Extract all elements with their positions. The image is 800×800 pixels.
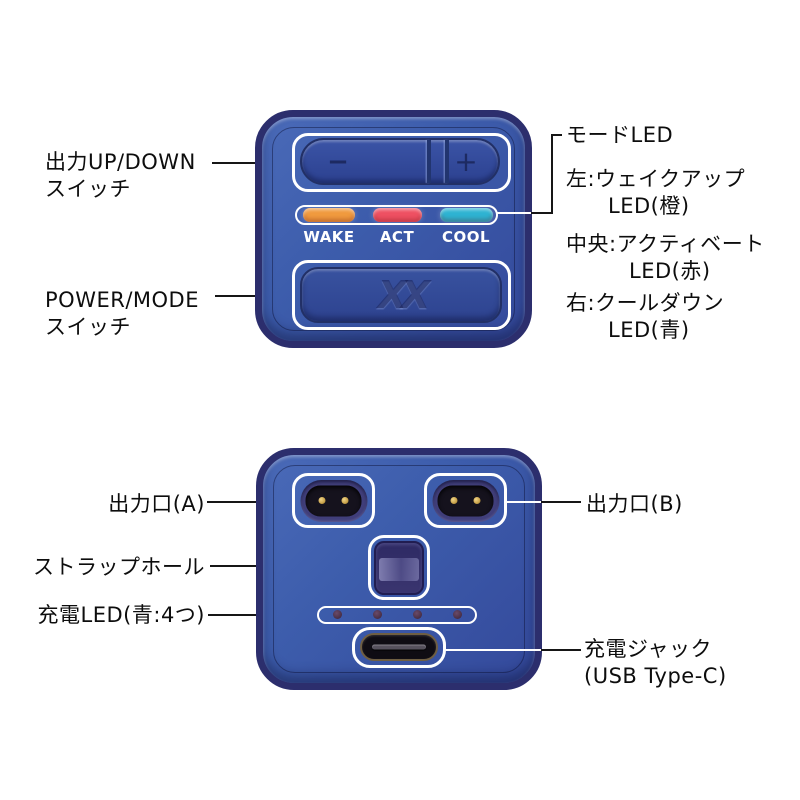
- port-pin: [450, 497, 458, 504]
- label-activate-led: 中央:アクティベート LED(赤): [566, 232, 765, 283]
- label-output-updown-switch: 出力UP/DOWN スイッチ: [45, 150, 196, 201]
- port-pin: [318, 497, 326, 504]
- label-cooldown-led: 右:クールダウン LED(青): [566, 291, 725, 342]
- minus-icon: −: [327, 146, 349, 177]
- wake-led-label: WAKE: [303, 228, 355, 246]
- brand-logo: XX: [377, 273, 431, 317]
- leader-port-b: [541, 501, 581, 503]
- label-charge-led: 充電LED(青:4つ): [37, 603, 205, 627]
- port-a-socket: [305, 485, 362, 516]
- label-charge-jack: 充電ジャック (USB Type-C): [584, 637, 727, 688]
- port-a-outline: [292, 473, 375, 528]
- leader-port-a: [207, 501, 259, 503]
- controller-front-face: − + WAKE ACT COOL XX: [255, 110, 532, 348]
- usb-jack-outline: [352, 627, 446, 668]
- charge-led-dot-2: [373, 610, 382, 619]
- rocker-divider-bar: [445, 140, 449, 183]
- leader-mode-led-top: [551, 134, 562, 136]
- cool-led: [440, 208, 493, 222]
- mode-led-outline: [295, 205, 498, 225]
- output-updown-rocker-switch: − +: [300, 138, 500, 185]
- label-output-port-b: 出力口(B): [586, 492, 683, 516]
- power-button-outline: [292, 260, 511, 330]
- strap-hole: [374, 541, 424, 595]
- usb-tongue: [372, 644, 426, 650]
- wake-led: [303, 208, 355, 222]
- port-b-outline: [424, 473, 507, 528]
- controller-bottom-face: [256, 448, 542, 690]
- label-strap-hole: ストラップホール: [33, 555, 205, 579]
- port-pin: [341, 497, 349, 504]
- plus-icon: +: [454, 145, 478, 178]
- act-led-label: ACT: [379, 228, 415, 246]
- label-wakeup-led: 左:ウェイクアップ LED(橙): [566, 167, 746, 218]
- leader-mode-led: [531, 212, 553, 214]
- charge-led-dot-1: [333, 610, 342, 619]
- rocker-outline: [292, 133, 511, 192]
- port-pin: [473, 497, 481, 504]
- port-b-socket: [437, 485, 494, 516]
- leader-power-mode: [215, 295, 256, 297]
- label-power-mode-switch: POWER/MODE スイッチ: [45, 288, 199, 339]
- leader-strap-hole: [210, 565, 259, 567]
- cool-led-label: COOL: [441, 228, 491, 246]
- charge-led-dot-3: [413, 610, 422, 619]
- rocker-divider-bar: [427, 140, 431, 183]
- leader-mode-led-inner: [496, 212, 533, 214]
- leader-port-b-inner: [505, 501, 543, 503]
- output-port-b: [432, 479, 499, 522]
- charge-led-dot-4: [453, 610, 462, 619]
- label-output-port-a: 出力口(A): [108, 492, 205, 516]
- strap-bar: [379, 558, 419, 581]
- leader-charge-led: [208, 614, 259, 616]
- strap-hole-outline: [368, 535, 430, 600]
- label-mode-led: モードLED: [566, 123, 674, 147]
- output-port-a: [300, 479, 367, 522]
- leader-mode-led-vertical: [551, 134, 553, 214]
- leader-output-updown: [212, 162, 256, 164]
- usb-type-c-port: [360, 633, 438, 661]
- leader-usb: [541, 649, 581, 651]
- power-mode-button: XX: [300, 267, 502, 323]
- charge-led-outline: [317, 606, 477, 624]
- leader-usb-inner: [444, 649, 543, 651]
- act-led: [373, 208, 422, 222]
